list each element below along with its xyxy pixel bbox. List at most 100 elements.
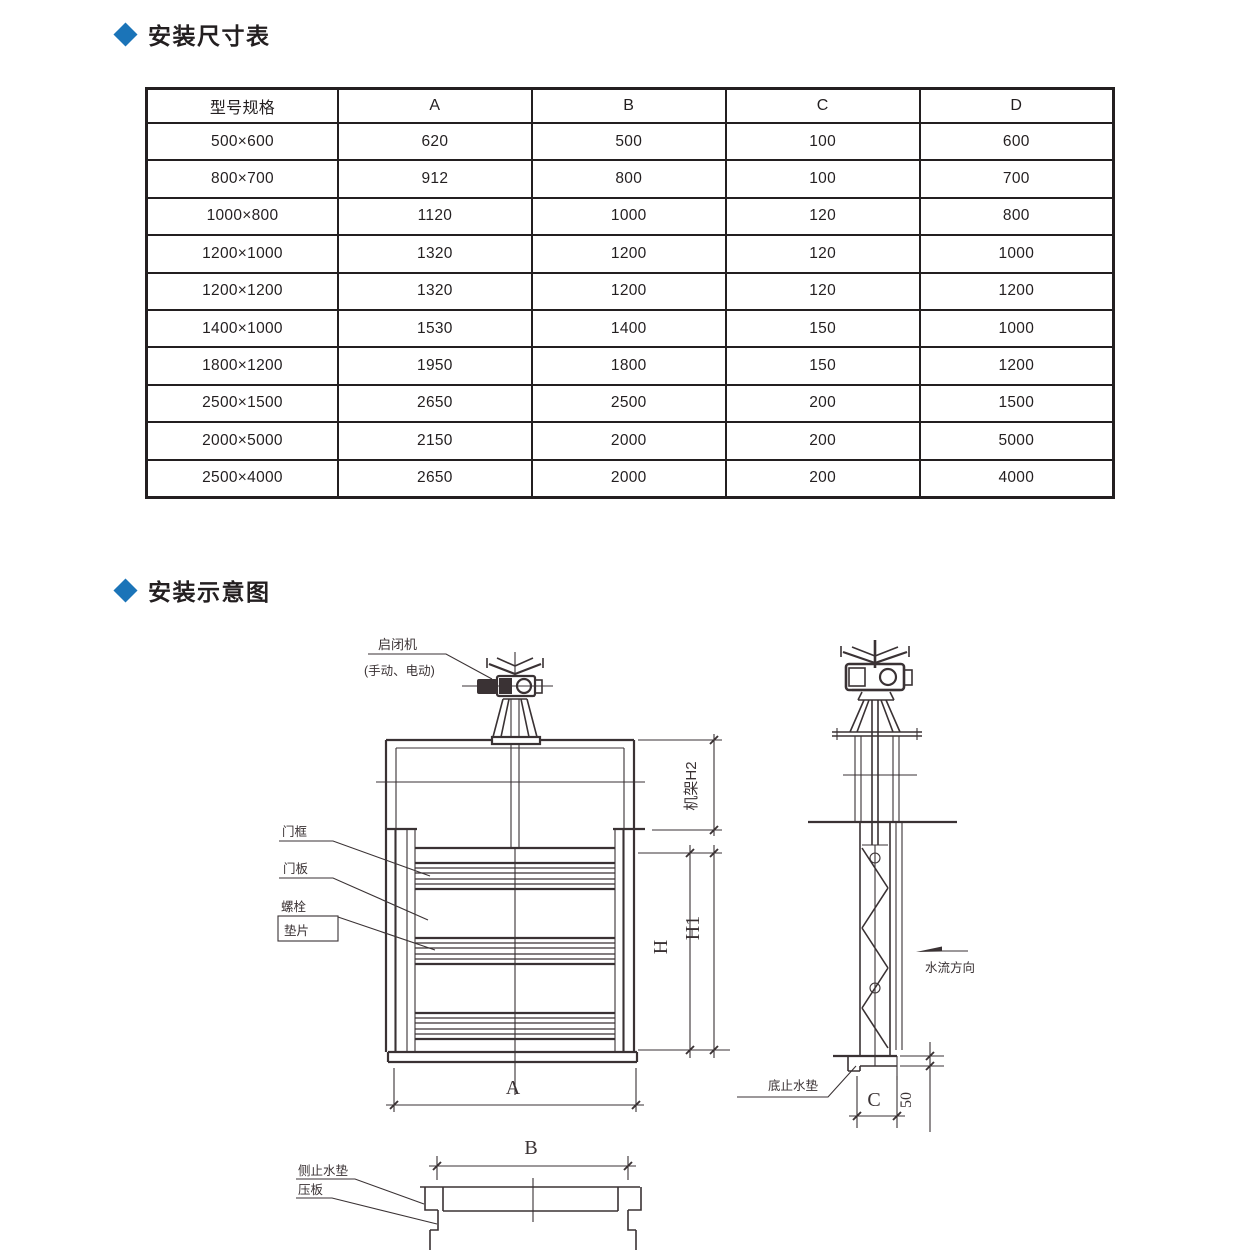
bottom-seal-callout: 底止水垫	[737, 1065, 857, 1098]
dim-label-c: C	[867, 1089, 880, 1111]
label-door-frame: 门框	[282, 824, 308, 839]
section-header-dimension-table: 安装尺寸表	[113, 17, 271, 51]
table-cell: 500	[530, 121, 727, 162]
label-hoist-mode: (手动、电动)	[364, 664, 435, 678]
table-cell: 2000	[530, 458, 727, 499]
hoist-side	[832, 640, 922, 740]
table-cell: 200	[724, 458, 921, 499]
table-cell: 1200×1000	[145, 234, 339, 274]
table-cell: 500×600	[145, 121, 339, 162]
table-cell: 4000	[918, 458, 1115, 499]
table-cell: 200	[724, 421, 921, 461]
front-view: A H H1 机架H2 启闭机 (手动、电动) 门框 门板 螺栓 垫片	[277, 637, 730, 1112]
table-cell: 2500×4000	[145, 458, 339, 499]
dim-label-h1: H1	[682, 916, 704, 940]
table-cell: 2650	[336, 458, 533, 499]
column-header: C	[724, 87, 921, 124]
table-cell: 1950	[336, 346, 533, 386]
flow-direction: 水流方向	[916, 946, 975, 975]
dim-label-frame-h2: 机架H2	[683, 761, 700, 810]
label-gasket: 垫片	[284, 923, 309, 938]
table-cell: 912	[336, 159, 533, 199]
side-view: 水流方向 底止水垫 C 50	[737, 640, 975, 1132]
label-flow-direction: 水流方向	[925, 960, 975, 975]
table-cell: 1400×1000	[145, 308, 339, 349]
door-plate-ribs	[415, 867, 615, 1035]
plan-view: B 侧止水垫 压板	[296, 1137, 642, 1250]
table-cell: 1120	[336, 196, 533, 237]
column-header: D	[918, 87, 1115, 124]
table-cell: 1000×800	[145, 196, 339, 237]
label-door-plate: 门板	[283, 861, 309, 876]
dim-label-a: A	[506, 1077, 521, 1099]
table-cell: 100	[724, 159, 921, 199]
dim-label-h: H	[650, 940, 672, 954]
table-cell: 600	[918, 121, 1115, 162]
dim-label-50: 50	[898, 1092, 915, 1108]
table-cell: 1200	[918, 271, 1115, 311]
table-cell: 1800	[530, 346, 727, 386]
front-dimensions: A H H1 机架H2	[386, 734, 730, 1112]
table-cell: 700	[918, 159, 1115, 199]
table-cell: 1200×1200	[145, 271, 339, 311]
table-cell: 800	[530, 159, 727, 199]
table-cell: 1800×1200	[145, 346, 339, 386]
table-cell: 5000	[918, 421, 1115, 461]
table-cell: 1320	[336, 271, 533, 311]
side-dimensions: C 50	[849, 1042, 944, 1132]
label-side-seal: 侧止水垫	[298, 1163, 349, 1178]
table-cell: 2150	[336, 421, 533, 461]
table-cell: 1400	[530, 308, 727, 349]
flow-arrow-icon	[916, 946, 942, 952]
table-cell: 120	[724, 271, 921, 311]
section-title-dimension-table: 安装尺寸表	[148, 23, 271, 49]
table-cell: 2650	[336, 383, 533, 424]
table-cell: 2000	[530, 421, 727, 461]
label-hoist: 启闭机	[378, 637, 417, 652]
table-cell: 1000	[530, 196, 727, 237]
label-bolt: 螺栓	[281, 899, 307, 914]
table-cell: 800×700	[145, 159, 339, 199]
table-cell: 100	[724, 121, 921, 162]
table-cell: 1000	[918, 308, 1115, 349]
table-cell: 620	[336, 121, 533, 162]
table-cell: 150	[724, 308, 921, 349]
table-cell: 2500×1500	[145, 383, 339, 424]
table-cell: 1500	[918, 383, 1115, 424]
section-header-diagram: 安装示意图	[113, 573, 271, 607]
label-bottom-seal: 底止水垫	[768, 1078, 819, 1093]
table-cell: 120	[724, 234, 921, 274]
column-header: 型号规格	[145, 87, 339, 124]
table-cell: 1320	[336, 234, 533, 274]
table-cell: 800	[918, 196, 1115, 237]
plan-callouts: 侧止水垫 压板	[296, 1163, 438, 1225]
hoist-front	[462, 657, 553, 746]
table-cell: 2000×5000	[145, 421, 339, 461]
section-title-diagram: 安装示意图	[148, 579, 271, 605]
label-press-plate: 压板	[298, 1183, 324, 1197]
table-cell: 1000	[918, 234, 1115, 274]
dim-label-b: B	[524, 1137, 537, 1159]
table-cell: 1200	[918, 346, 1115, 386]
column-header: A	[336, 87, 533, 124]
table-cell: 2500	[530, 383, 727, 424]
table-cell: 200	[724, 383, 921, 424]
table-cell: 1200	[530, 234, 727, 274]
column-header: B	[530, 87, 727, 124]
table-cell: 120	[724, 196, 921, 237]
stem-truss	[861, 847, 889, 1049]
